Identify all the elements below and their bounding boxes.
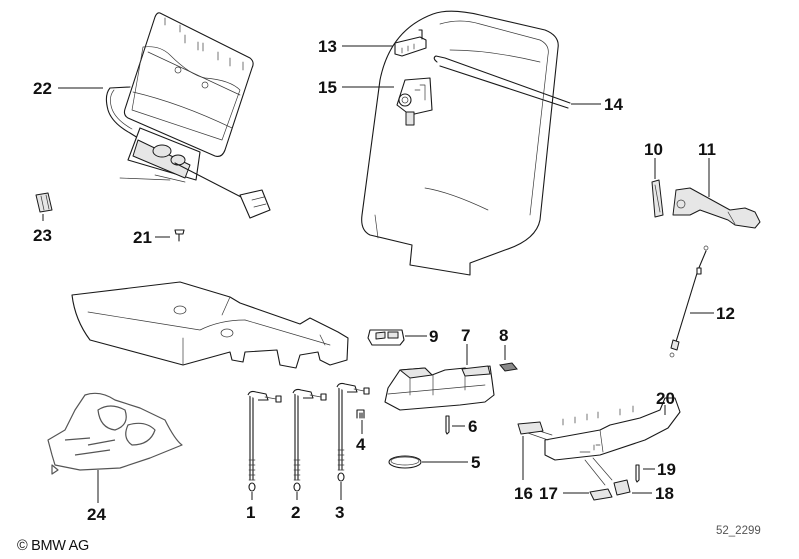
callout-23[interactable]: 23 [33, 226, 52, 245]
drawing-number: 52_2299 [716, 525, 761, 537]
callout-18[interactable]: 18 [655, 484, 674, 503]
callout-9[interactable]: 9 [429, 327, 438, 346]
callout-14[interactable]: 14 [604, 95, 623, 114]
callout-labels: 1 2 3 4 5 6 7 8 9 10 11 12 13 14 15 16 1… [33, 37, 735, 524]
callout-12[interactable]: 12 [716, 304, 735, 323]
callout-24[interactable]: 24 [87, 505, 106, 524]
part-7-switch-housing[interactable] [384, 365, 495, 411]
callout-20[interactable]: 20 [656, 389, 675, 408]
part-18-switch-button[interactable] [613, 479, 631, 496]
callout-16[interactable]: 16 [514, 484, 533, 503]
seat-base-tray[interactable] [71, 281, 349, 369]
part-24-heating-element[interactable] [47, 392, 183, 475]
callout-6[interactable]: 6 [468, 417, 477, 436]
part-2-cable-assembly[interactable] [292, 388, 327, 492]
part-20-trim-panel[interactable] [524, 397, 681, 486]
part-6-screw[interactable] [445, 415, 450, 435]
part-15-lock-mechanism[interactable] [396, 77, 433, 126]
part-23-clip[interactable] [35, 192, 53, 213]
copyright-notice: © BMW AG [17, 538, 89, 554]
part-8-pad[interactable] [499, 362, 518, 372]
callout-2[interactable]: 2 [291, 503, 300, 522]
part-14-rod[interactable] [433, 55, 571, 109]
callout-11[interactable]: 11 [698, 140, 716, 159]
part-5-ring[interactable] [388, 455, 422, 469]
callout-8[interactable]: 8 [499, 326, 508, 345]
part-22-lumbar-support[interactable] [105, 12, 271, 219]
part-17-switch-button[interactable] [589, 488, 613, 501]
callout-3[interactable]: 3 [335, 503, 344, 522]
part-16-switch-cap[interactable] [517, 421, 544, 435]
callout-21[interactable]: 21 [133, 228, 152, 247]
callout-7[interactable]: 7 [461, 326, 470, 345]
leader-lines [42, 45, 714, 503]
part-1-cable-assembly[interactable] [247, 390, 282, 492]
part-12-bowden-cable[interactable] [669, 245, 709, 358]
callout-15[interactable]: 15 [318, 78, 337, 97]
part-19-screw[interactable] [635, 464, 640, 483]
part-3-cable-assembly[interactable] [336, 382, 370, 482]
part-21-screw[interactable] [174, 229, 185, 242]
part-4-clip[interactable] [356, 409, 365, 419]
callout-13[interactable]: 13 [318, 37, 337, 56]
callout-4[interactable]: 4 [356, 435, 366, 454]
callout-22[interactable]: 22 [33, 79, 52, 98]
part-13-switch-block[interactable] [394, 29, 427, 57]
part-9-switch[interactable] [367, 329, 405, 346]
callout-10[interactable]: 10 [644, 140, 663, 159]
callout-5[interactable]: 5 [471, 453, 480, 472]
part-11-release-lever[interactable] [672, 187, 761, 229]
callout-19[interactable]: 19 [657, 460, 676, 479]
callout-17[interactable]: 17 [539, 484, 558, 503]
part-10-bezel[interactable] [651, 179, 664, 218]
backrest-panel [361, 10, 559, 276]
callout-1[interactable]: 1 [246, 503, 255, 522]
